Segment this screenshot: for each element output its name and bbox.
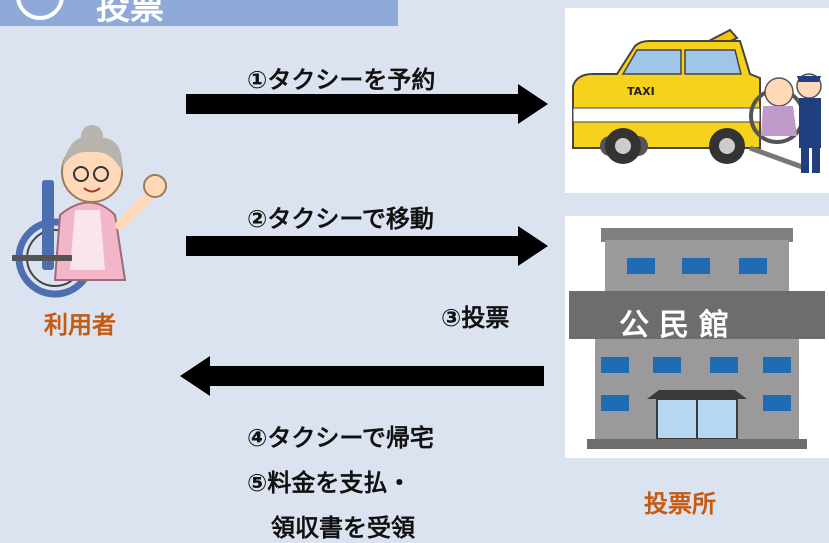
- step-5-label: ⑤料金を支払・: [247, 469, 412, 497]
- step-5-label-line2: 領収書を受領: [271, 514, 415, 542]
- step-2-label: ②タクシーで移動: [247, 205, 434, 233]
- step-1-label: ①タクシーを予約: [247, 66, 436, 94]
- header-tab: 投票: [0, 0, 398, 28]
- polling-place-label: 投票所: [644, 490, 716, 518]
- step-3-label: ③投票: [441, 304, 510, 332]
- taxi-illustration: [572, 28, 822, 173]
- arrow-travel: [186, 226, 548, 266]
- building-sign: 公民館: [619, 308, 739, 343]
- polling-place-card: 公民館: [565, 216, 829, 458]
- arrow-return: [180, 356, 544, 396]
- arrow-reserve: [186, 84, 548, 124]
- taxi-card: TAXI: [565, 8, 829, 193]
- taxi-sign: TAXI: [627, 85, 655, 98]
- header-title: 投票: [96, 0, 164, 28]
- wheelchair-user-illustration: [12, 125, 167, 298]
- header-number-circle: [16, 0, 64, 20]
- community-hall-illustration: [569, 228, 825, 449]
- step-4-label: ④タクシーで帰宅: [247, 424, 434, 452]
- user-label: 利用者: [44, 311, 116, 339]
